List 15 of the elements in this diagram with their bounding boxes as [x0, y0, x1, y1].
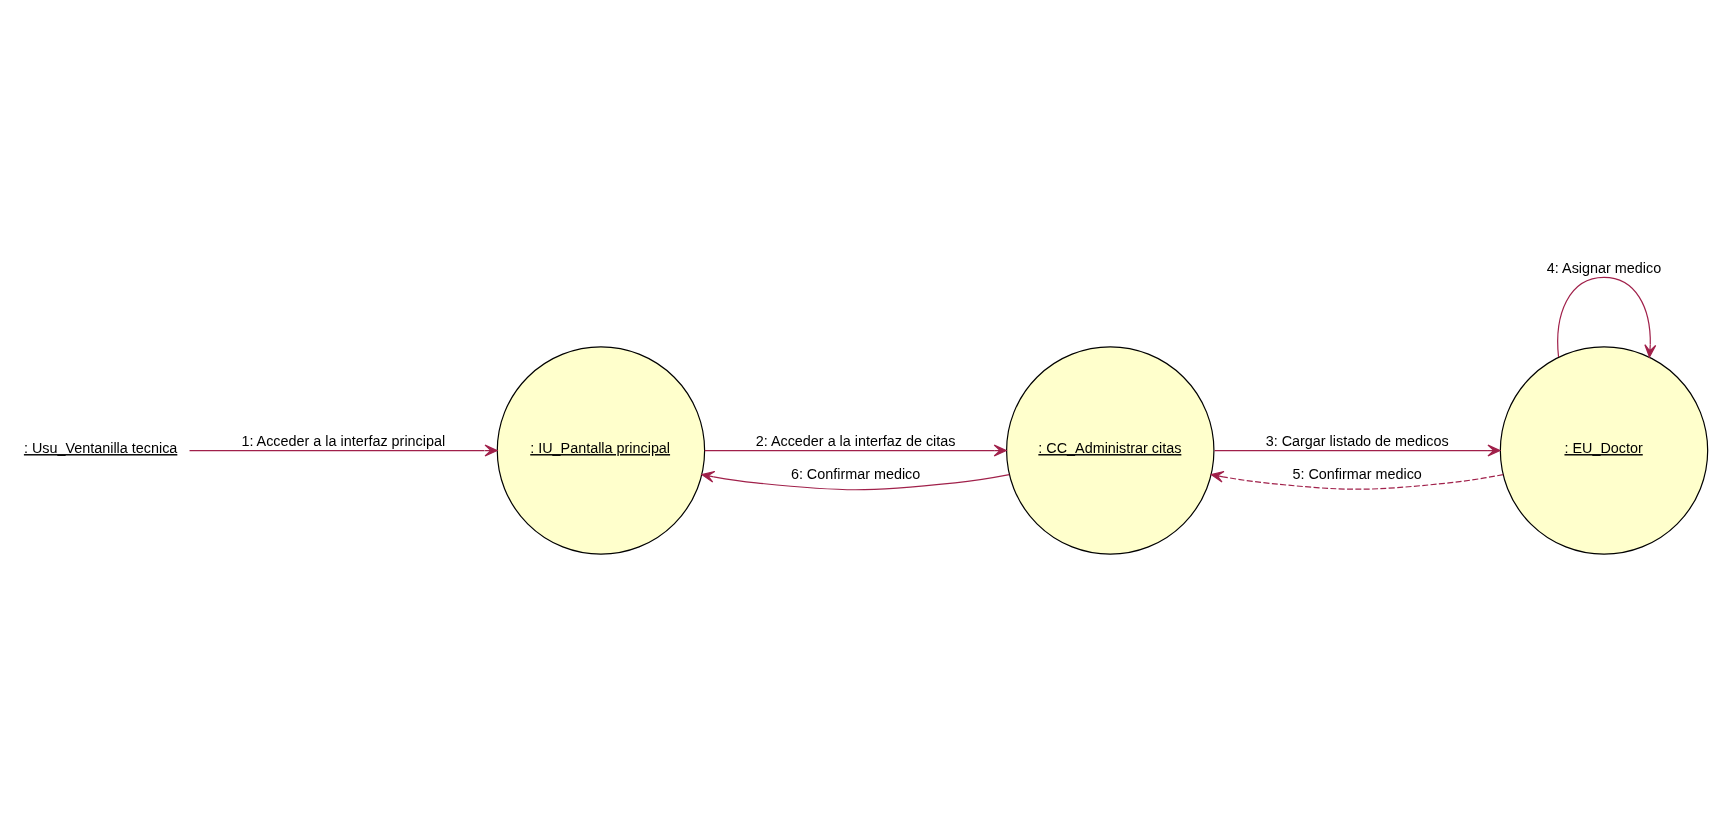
edge-label: 3: Cargar listado de medicos [1265, 432, 1449, 449]
node-text: : Usu_Ventanilla tecnica [23, 439, 178, 456]
arrow [1213, 444, 1501, 457]
edge-label: 4: Asignar medico [1546, 259, 1662, 276]
edge-label: 1: Acceder a la interfaz principal [241, 432, 446, 449]
edge-label: 6: Confirmar medico [790, 465, 921, 482]
edge-label: 2: Acceder a la interfaz de citas [755, 432, 956, 449]
node-circle: : CC_Administrar citas [1006, 345, 1215, 555]
arrow [701, 470, 1010, 490]
arrow [1210, 470, 1504, 490]
arrow [1557, 276, 1657, 358]
arrow [704, 444, 1007, 457]
edge-label: 5: Confirmar medico [1292, 465, 1422, 482]
node-circle: : IU_Pantalla principal [496, 345, 706, 555]
arrow [188, 444, 498, 457]
